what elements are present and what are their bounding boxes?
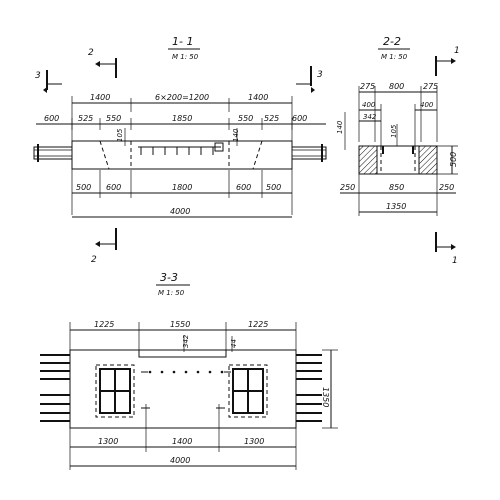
dim-1225-right: 1225 — [248, 320, 268, 329]
dim-1800: 1800 — [172, 183, 192, 192]
dim-600-right: 600 — [292, 114, 307, 123]
dim-1300-right: 1300 — [244, 437, 264, 446]
dim-600-left-b: 600 — [106, 183, 121, 192]
dim-105-22: 105 — [390, 124, 398, 138]
dim-1300-left: 1300 — [98, 437, 118, 446]
section-2-2-title: 2-2 — [383, 35, 401, 48]
cut-label-2-bottom: 2 — [91, 255, 97, 265]
dim-525-right: 525 — [264, 114, 279, 123]
right-opening — [228, 364, 268, 418]
left-rebar-bundle — [40, 354, 70, 422]
dim-140-22: 140 — [336, 120, 344, 134]
dim-600-left: 600 — [44, 114, 59, 123]
anchor-bolt-row — [138, 142, 224, 155]
dim-1400-right: 1400 — [248, 93, 268, 102]
dim-4000: 4000 — [170, 207, 190, 216]
left-opening — [95, 364, 135, 418]
dim-1400-33: 1400 — [172, 437, 192, 446]
section-1-1-title: 1- 1 — [172, 35, 193, 48]
cut-marker-2-bottom: 2 — [91, 228, 117, 265]
dim-1850: 1850 — [172, 114, 192, 123]
left-bar-stub — [33, 144, 73, 162]
dim-44: 44 — [230, 339, 238, 348]
dim-500-22: 500 — [449, 152, 458, 167]
cut-label-1-bottom: 1 — [452, 256, 458, 266]
dim-600-right-b: 600 — [236, 183, 251, 192]
dim-275-left: 275 — [360, 82, 375, 91]
dim-4000-33: 4000 — [170, 456, 190, 465]
right-bar-stub — [291, 144, 327, 162]
cut-label-3-left: 3 — [35, 71, 41, 81]
dim-250-left: 250 — [340, 183, 355, 192]
dim-342-33: 342 — [182, 334, 190, 348]
dim-1350-33: 1350 — [321, 387, 330, 407]
dim-550-right: 550 — [238, 114, 253, 123]
dim-400-right: 400 — [420, 101, 434, 109]
cut-marker-2-top: 2 — [88, 48, 117, 78]
section-1-1-scale: M 1: 50 — [172, 53, 199, 61]
dim-525-left: 525 — [78, 114, 93, 123]
dim-275-right: 275 — [423, 82, 438, 91]
dim-1550: 1550 — [170, 320, 190, 329]
right-rebar-bundle — [296, 354, 322, 422]
dim-1225-left: 1225 — [94, 320, 114, 329]
cut-label-3-right: 3 — [317, 70, 323, 80]
dim-1400-left: 1400 — [90, 93, 110, 102]
cut-marker-3-right: 3 — [296, 66, 323, 93]
section-2-2-scale: M 1: 50 — [381, 53, 408, 61]
section-1-1: 1- 1 M 1: 50 2 3 3 1400 6 — [33, 35, 327, 265]
cut-marker-1-top: 1 — [435, 46, 460, 76]
dim-400-left: 400 — [362, 101, 376, 109]
dim-6x200: 6×200=1200 — [155, 93, 209, 102]
section-3-3: 3-3 M 1: 50 1225 1550 1225 342 44 — [40, 271, 338, 470]
section-3-3-scale: M 1: 50 — [158, 289, 185, 297]
bolt-dots — [148, 370, 224, 374]
dim-500-left: 500 — [76, 183, 91, 192]
dim-500-right: 500 — [266, 183, 281, 192]
dim-105: 105 — [116, 128, 124, 142]
dim-1350: 1350 — [386, 202, 406, 211]
dim-800: 800 — [389, 82, 404, 91]
dim-550-left: 550 — [106, 114, 121, 123]
section-2-2: 2-2 M 1: 50 1 275 800 275 400 400 342 10… — [336, 35, 460, 266]
section-3-3-title: 3-3 — [160, 271, 178, 284]
cut-marker-3-left: 3 — [35, 70, 62, 93]
dim-850: 850 — [389, 183, 404, 192]
cut-marker-1-bottom: 1 — [435, 232, 458, 266]
cut-label-1-top: 1 — [454, 46, 460, 56]
cut-label-2-top: 2 — [88, 48, 94, 58]
dim-140: 140 — [232, 128, 240, 142]
dim-342: 342 — [363, 113, 377, 121]
dim-250-right: 250 — [439, 183, 454, 192]
